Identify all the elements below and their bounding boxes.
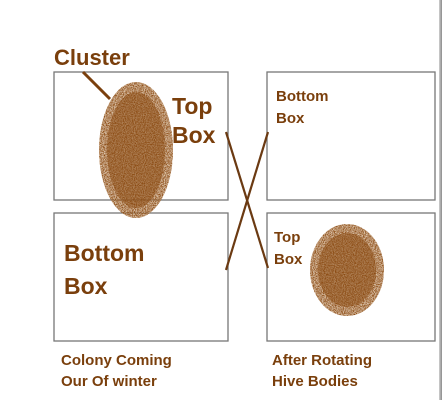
before-caption-line1: Colony Coming [61,350,172,371]
after-caption-line1: After Rotating [272,350,372,371]
after-top-box-label-line1: Bottom [276,86,329,107]
before-caption-line2: Our Of winter [61,371,157,392]
before-bottom-box-label-line2: Box [64,271,107,301]
cluster-label: Cluster [54,43,130,73]
after-bottom-box-label-line1: Top [274,227,300,248]
after-cluster [310,224,384,316]
after-caption-line2: Hive Bodies [272,371,358,392]
before-cluster [99,82,173,218]
after-bottom-box-label-line2: Box [274,249,302,270]
before-top-box-label-line1: Top [172,91,212,121]
cluster-pointer-line [83,72,110,99]
before-bottom-box-label-line1: Bottom [64,238,144,268]
after-top-box-label-line2: Box [276,108,304,129]
before-top-box-label-line2: Box [172,120,215,150]
